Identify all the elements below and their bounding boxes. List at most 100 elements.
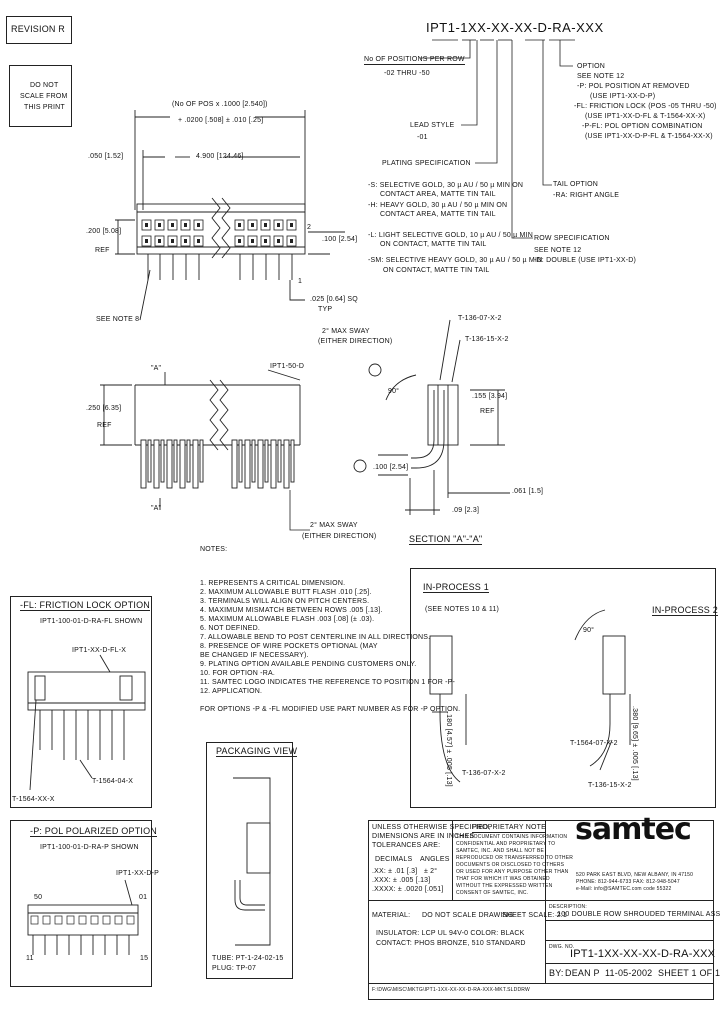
p-pin-50: 50	[34, 894, 43, 901]
p-option-subtitle: IPT1-100-01-D-RA-P SHOWN	[40, 844, 139, 851]
notes-title: NOTES:	[200, 546, 228, 553]
in-process-dim1: .180 [4.57] ± .005 [.13]	[445, 712, 452, 787]
pin-number-1: 1	[298, 278, 303, 285]
sec-061: .061 [1.5]	[512, 488, 544, 495]
tb-tol3: .XXXX: ± .0020 [.051]	[372, 886, 444, 893]
tb-dwg-no: IPT1-1XX-XX-XX-D-RA-XXX	[570, 948, 716, 960]
tb-prop-5: DOCUMENTS OR DISCLOSED TO OTHERS	[456, 862, 565, 868]
p-option-title: -P: POL POLARIZED OPTION	[30, 826, 157, 837]
plating-line-1: -S: SELECTIVE GOLD, 30 µ AU / 50 µ MIN O…	[368, 182, 524, 189]
scale-note-box	[9, 65, 72, 127]
packaging-plug: PLUG: TP-07	[212, 965, 257, 972]
tb-angles: ANGLES	[420, 856, 450, 863]
fl-t2: T-1564-04-X	[92, 778, 134, 785]
plating-line-2: CONTACT AREA, MATTE TIN TAIL	[380, 191, 496, 198]
tb-tolerances: TOLERANCES ARE:	[372, 842, 441, 849]
tb-unless: UNLESS OTHERWISE SPECIFIED,	[372, 824, 491, 831]
tb-contact: CONTACT: PHOS BRONZE, 510 STANDARD	[376, 940, 526, 947]
note-9: 9. PLATING OPTION AVAILABLE PENDING CUST…	[200, 661, 417, 668]
pin-number-2: 2	[307, 224, 312, 231]
packaging-title: PACKAGING VIEW	[216, 746, 298, 757]
sway-2: 2° MAX SWAY	[310, 522, 358, 529]
side-height-dim: .250 [6.35]	[86, 405, 122, 412]
tb-prop-6: OR USED FOR ANY PURPOSE OTHER THAN	[456, 869, 569, 875]
tb-description-label: DESCRIPTION:	[549, 904, 587, 910]
tb-prop-4: REPRODUCED OR TRANSFERRED TO OTHER	[456, 855, 574, 861]
p-option-label: IPT1-XX-D-P	[116, 870, 160, 877]
tb-addr-1: 520 PARK EAST BLVD, NEW ALBANY, IN 47150	[576, 872, 694, 878]
length-dim: 4.900 [124.46]	[196, 153, 244, 160]
pitch-dim: .050 [1.52]	[88, 153, 124, 160]
side-height-ref: REF	[97, 422, 112, 429]
scale-note-line-1: DO NOT	[30, 82, 59, 89]
sway-1: 2° MAX SWAY	[322, 328, 370, 335]
note-4: 4. MAXIMUM MISMATCH BETWEEN ROWS .005 [.…	[200, 607, 383, 614]
tb-material: MATERIAL:	[372, 912, 411, 919]
tb-tol1: .XX: ± .01 [.3]	[372, 868, 418, 875]
in-process-angle: 90°	[583, 627, 595, 634]
tb-do-not-scale: DO NOT SCALE DRAWING	[422, 912, 514, 919]
in-process-dim2: .380 [9.65] ± .005 [.13]	[631, 706, 638, 781]
sec-t1: T-136-07-X-2	[458, 315, 502, 322]
title-block	[368, 820, 714, 1000]
option-line-7: (USE IPT1-XX-D-P-FL & T-1564-XX-X)	[585, 133, 713, 140]
sec-angle: 90°	[388, 388, 400, 395]
note-12: 12. APPLICATION.	[200, 688, 263, 695]
part-number-header: IPT1-1XX-XX-XX-D-RA-XXX	[426, 20, 604, 35]
packaging-tube: TUBE: PT-1-24-02-15	[212, 955, 284, 962]
plating-line-3: -H: HEAVY GOLD, 30 µ AU / 50 µ MIN ON	[368, 202, 508, 209]
in-process-t2: T-1564-07-X-2	[570, 740, 618, 747]
tb-addr-3: e-Mail: info@SAMTEC.com code 55322	[576, 886, 672, 892]
revision-label: REVISION R	[11, 24, 66, 34]
height-ref: REF	[95, 247, 110, 254]
option-label: OPTION	[577, 63, 606, 70]
tb-prop-1: THIS DOCUMENT CONTAINS INFORMATION	[456, 834, 568, 840]
height-dim: .200 [5.08]	[86, 228, 122, 235]
plating-label: PLATING SPECIFICATION	[382, 160, 471, 167]
sq-typ: TYP	[318, 306, 333, 313]
sway-1-dir: (EITHER DIRECTION)	[318, 338, 393, 345]
fl-option-label: IPT1-XX-D-FL-X	[72, 647, 127, 654]
tb-tol2: .XXX: ± .005 [.13]	[372, 877, 431, 884]
lead-style-label: LEAD STYLE	[410, 122, 455, 129]
sec-t2: T-136-15-X-2	[465, 336, 509, 343]
note-10: 10. FOR OPTION -RA.	[200, 670, 275, 677]
row-pitch-dim: .100 [2.54]	[322, 236, 358, 243]
lead-style-value: -01	[417, 134, 428, 141]
option-line-2: -P: POL POSITION AT REMOVED	[577, 83, 690, 90]
note-12b: FOR OPTIONS -P & -FL MODIFIED USE PART N…	[200, 706, 461, 713]
tb-decimal: DECIMALS	[375, 856, 413, 863]
tb-date: 11-05-2002	[605, 968, 653, 978]
in-process-2-title: IN-PROCESS 2	[652, 605, 718, 616]
sway-2-dir: (EITHER DIRECTION)	[302, 533, 377, 540]
tb-prop-7: THAT FOR WHICH IT WAS OBTAINED	[456, 876, 550, 882]
option-line-3: (USE IPT1-XX-D-P)	[590, 93, 656, 100]
see-note-8: SEE NOTE 8	[96, 316, 140, 323]
in-process-1-note: (SEE NOTES 10 & 11)	[425, 606, 500, 613]
section-marker-bottom: "A"	[151, 505, 162, 512]
tb-footer: F:\DWG\MISC\MKTG\IPT1-1XX-XX-XX-D-RA-XXX…	[372, 987, 530, 993]
no-pos-range: -02 THRU -50	[384, 70, 430, 77]
tb-ang: ± 2°	[424, 868, 438, 875]
in-process-box	[410, 568, 716, 808]
p-pin-01: 01	[139, 894, 148, 901]
note-3: 3. TERMINALS WILL ALIGN ON PITCH CENTERS…	[200, 598, 370, 605]
note-2: 2. MAXIMUM ALLOWABLE BUTT FLASH .010 [.2…	[200, 589, 372, 596]
plating-line-4: CONTACT AREA, MATTE TIN TAIL	[380, 211, 496, 218]
section-marker-top: "A"	[151, 365, 162, 372]
tb-prop-8: WITHOUT THE EXPRESSED WRITTEN	[456, 883, 553, 889]
note-5: 5. MAXIMUM ALLOWABLE FLASH .003 [.08] (±…	[200, 616, 375, 623]
in-process-t1: T-136-07-X-2	[462, 770, 506, 777]
plating-line-5: -L: LIGHT SELECTIVE GOLD, 10 µ AU / 50 µ…	[368, 232, 533, 239]
row-spec-line-1: SEE NOTE 12	[534, 247, 582, 254]
plating-line-8: ON CONTACT, MATTE TIN TAIL	[383, 267, 490, 274]
samtec-logo: samtec	[575, 812, 692, 847]
tb-sheet: SHEET 1 OF 1	[658, 968, 720, 978]
note-6: 6. NOT DEFINED.	[200, 625, 261, 632]
plating-line-7: -SM: SELECTIVE HEAVY GOLD, 30 µ AU / 50 …	[368, 257, 543, 264]
option-line-1: SEE NOTE 12	[577, 73, 625, 80]
